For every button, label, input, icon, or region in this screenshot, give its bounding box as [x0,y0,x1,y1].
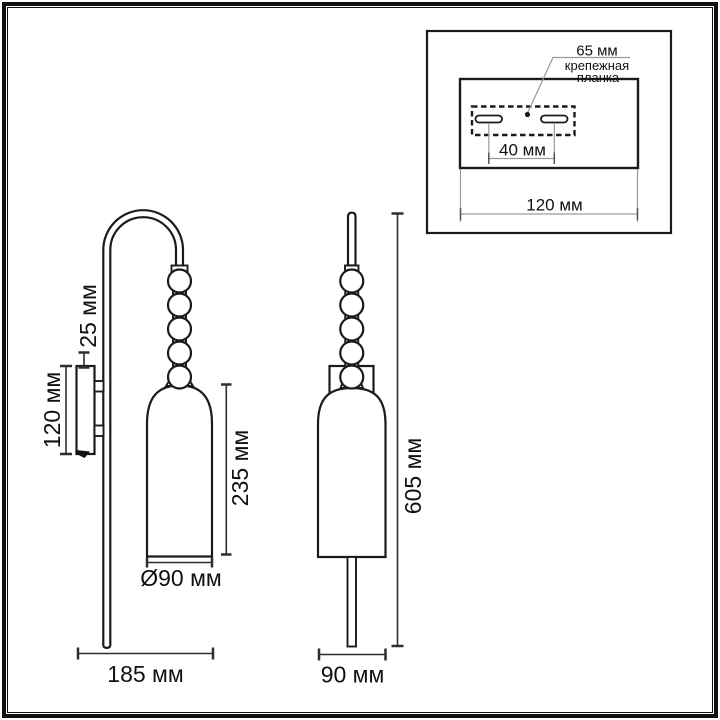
dim-label-plate-height: 120 мм [39,372,65,448]
bead [166,364,193,390]
inset-label-hole-spacing: 40 мм [499,141,546,160]
bead [339,292,365,318]
plate-foot [75,450,90,458]
bead [166,316,193,342]
wall-plate [75,364,96,456]
shade-front [316,386,387,559]
arm-bottom-tip [102,645,112,650]
bottom-rod [346,556,357,648]
bead [339,340,365,366]
dim-label-shade-height: 235 мм [227,430,253,506]
inset-label-offset: 65 мм [576,43,617,60]
inset-label-part-line2: планка [577,70,620,85]
dim-label-plate-offset: 25 мм [75,284,101,348]
screw-slot-left [474,114,503,124]
inset-label-plate-width: 120 мм [526,196,582,215]
bead [339,268,365,294]
side-view: 25 мм 120 мм 235 мм Ø90 мм 185 мм [39,209,253,687]
dim-label-depth: 185 мм [107,661,183,687]
bead [166,292,193,318]
dim-label-total-height: 605 мм [400,438,426,514]
top-rod [346,211,357,267]
arm-outer-line [102,209,185,647]
dim-label-shade-diameter: Ø90 мм [140,565,222,591]
bead [166,340,193,366]
mounting-plate-inset: 65 мм крепежная планка 40 мм 120 мм [425,29,673,235]
leader-line-65 [526,56,630,114]
bead [339,316,365,342]
leader-dot [524,111,531,118]
front-view: 605 мм 90 мм [316,211,426,688]
inset-label-part-line1: крепежная [565,58,629,73]
plate-tab-top [93,380,105,393]
bead [339,364,365,390]
bead [166,268,193,294]
mounting-plate-outline [458,77,640,170]
arm-inner-line [109,216,178,647]
plate-tab-bottom [93,424,105,437]
mounting-bar-dashed-outline [470,105,576,137]
shade-side-profile [145,384,214,558]
dim-label-width: 90 мм [321,662,385,688]
screw-slot-right [540,114,569,124]
